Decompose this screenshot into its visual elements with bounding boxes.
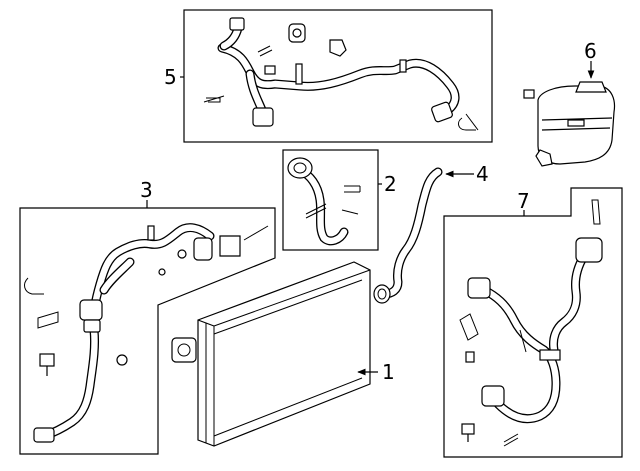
group-3-lower-hose-assembly — [19, 200, 276, 455]
group-4-radiator-hose — [373, 167, 474, 304]
group-2-frame — [282, 149, 379, 251]
group-5-frame — [183, 9, 493, 143]
callout-4: 4 — [476, 162, 489, 186]
group-2-hose-clamp-kit — [282, 149, 382, 251]
group-1-radiator — [171, 261, 378, 447]
sensor-icon — [461, 423, 475, 435]
group-7-bypass-hose-assembly — [443, 187, 623, 458]
radiator-core-icon — [197, 261, 371, 447]
hose-clamp-icon — [373, 284, 391, 304]
hose-connector-icon — [252, 107, 274, 127]
bolt-icon — [116, 354, 128, 366]
hose-end-icon — [287, 157, 313, 179]
sensor-icon — [39, 353, 55, 367]
retaining-clip-icon — [257, 45, 273, 57]
group-6-coolant-reservoir — [523, 61, 616, 167]
reservoir-cap-icon — [575, 81, 607, 93]
callout-6: 6 — [584, 39, 597, 63]
group-5-upper-hose-assembly — [180, 9, 493, 143]
radiator-inlet-icon — [171, 337, 197, 363]
callout-1: 1 — [382, 360, 395, 384]
callout-2: 2 — [384, 172, 397, 196]
thermostat-housing-icon — [193, 237, 213, 261]
quick-connector-icon — [33, 427, 55, 443]
hose-connector-icon — [575, 237, 603, 263]
callout-3: 3 — [140, 178, 153, 202]
clip-icon — [329, 39, 347, 57]
callout-7: 7 — [517, 189, 530, 213]
bracket-icon — [459, 313, 479, 341]
group-3-frame — [19, 207, 276, 455]
callout-5: 5 — [164, 65, 177, 89]
group-7-frame — [443, 187, 623, 458]
